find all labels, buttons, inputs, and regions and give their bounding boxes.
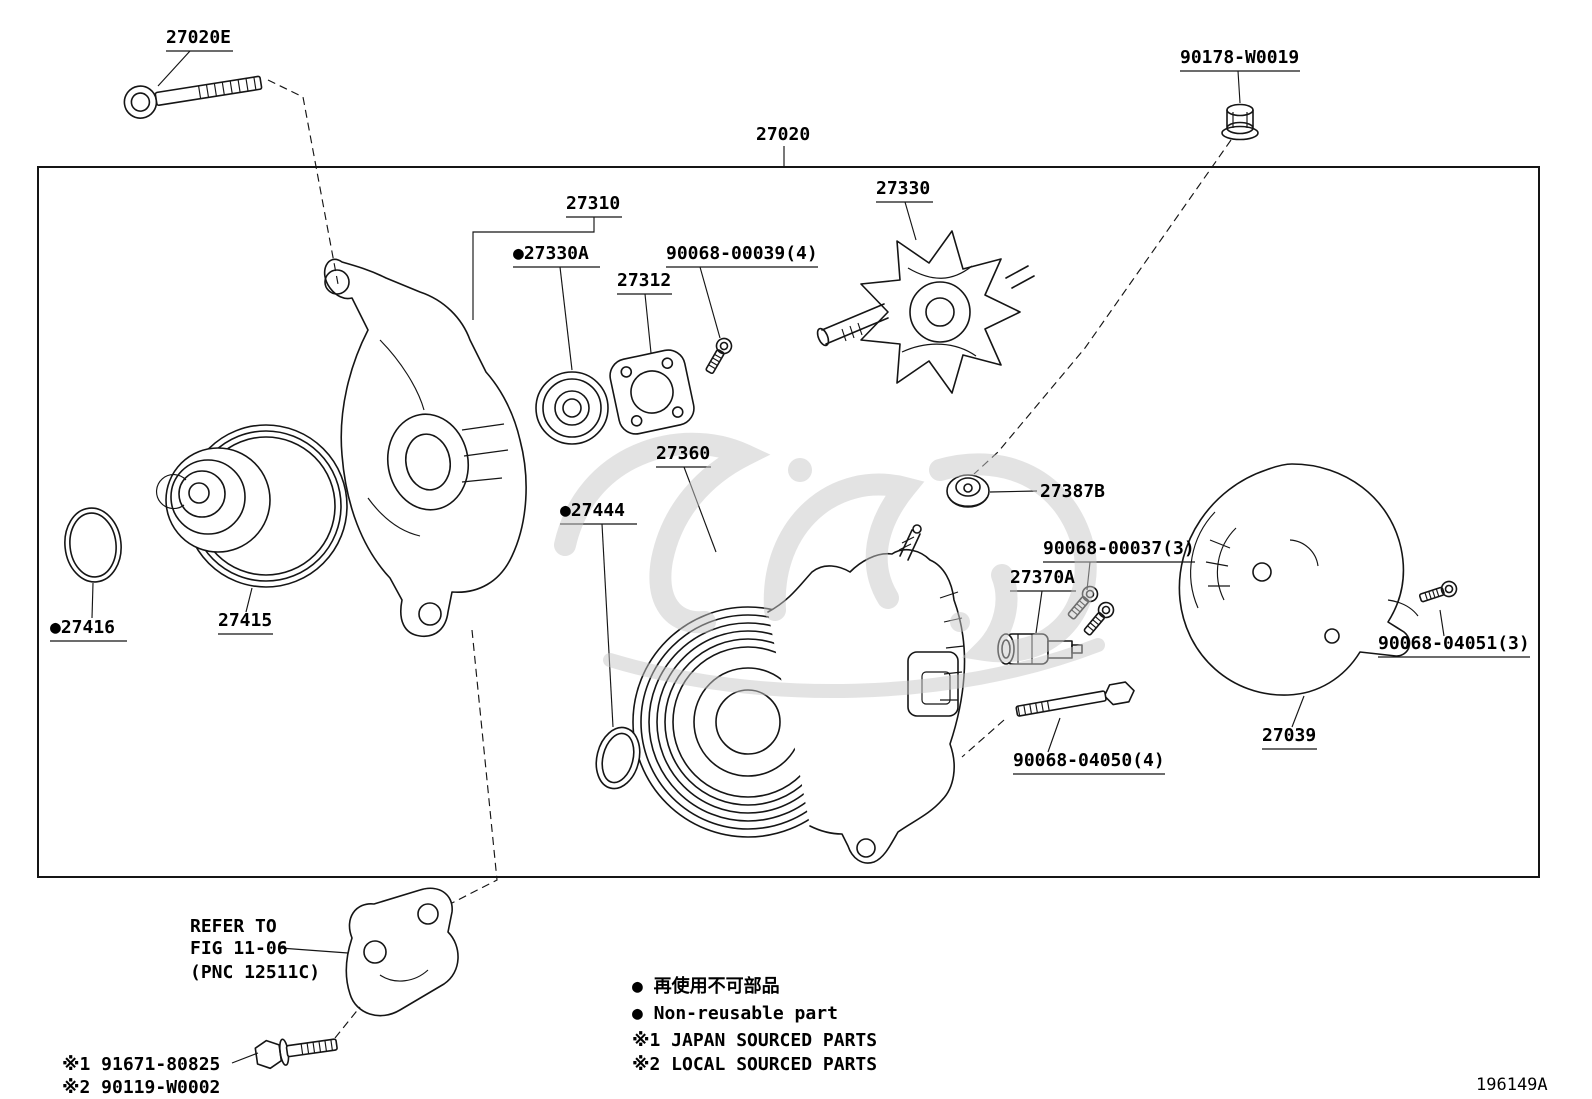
label-leader-lines [50, 50, 1530, 1064]
part-label-27387b: 27387B [1040, 481, 1105, 502]
legend: ● 再使用不可部品 ● Non-reusable part ※1 JAPAN S… [632, 975, 877, 1075]
long-bolt-drawing [1015, 681, 1135, 717]
watermark-logo [554, 432, 1105, 698]
legend-japan-sourced: ※1 JAPAN SOURCED PARTS [632, 1030, 877, 1051]
legend-nonreusable-en: ● Non-reusable part [632, 1003, 838, 1024]
legend-local-sourced: ※2 LOCAL SOURCED PARTS [632, 1054, 877, 1075]
rear-housing-drawing [632, 524, 966, 864]
refer-note-line1: REFER TO [190, 916, 277, 937]
part-label-90068-04051: 90068-04051(3) [1378, 633, 1530, 654]
mount-bracket-drawing [345, 887, 459, 1017]
oval-seal-drawing [595, 726, 641, 790]
part-label-90068-00039: 90068-00039(4) [666, 243, 818, 264]
legend-nonreusable-jp: ● 再使用不可部品 [632, 975, 780, 997]
part-label-27039: 27039 [1262, 725, 1316, 746]
refer-note-line3: (PNC 12511C) [190, 962, 320, 983]
substitute-part-label-2: ※2 90119-W0002 [62, 1077, 220, 1098]
front-bracket-drawing [324, 258, 527, 637]
substitute-part-label-1: ※1 91671-80825 [62, 1054, 220, 1075]
bearing-drawing [535, 371, 609, 445]
o-ring-drawing [64, 507, 122, 583]
part-label-27415: 27415 [218, 610, 272, 631]
bracket-screw-drawing [701, 334, 736, 377]
part-label-27310: 27310 [566, 193, 620, 214]
pulley-drawing [155, 424, 348, 588]
part-label-27444: ●27444 [560, 500, 625, 521]
retainer-plate-drawing [609, 349, 695, 435]
part-label-27312: 27312 [617, 270, 671, 291]
insulator-drawing [946, 474, 990, 508]
part-label-90068-00037: 90068-00037(3) [1043, 538, 1195, 559]
through-bolt-drawing [123, 75, 263, 119]
part-label-90178-w0019: 90178-W0019 [1180, 47, 1299, 68]
part-label-27370a: 27370A [1010, 567, 1075, 588]
rotor-drawing [816, 230, 1035, 394]
part-label-27020: 27020 [756, 124, 810, 145]
rear-cover-drawing [1178, 463, 1419, 696]
figure-code: 196149A [1476, 1075, 1548, 1095]
bottom-bolt-drawing [254, 1038, 338, 1070]
nut-drawing [1221, 103, 1259, 141]
part-label-27360: 27360 [656, 443, 710, 464]
cover-screw-drawing [1417, 578, 1460, 607]
refer-note-line2: FIG 11-06 [190, 938, 288, 959]
part-label-27416: ●27416 [50, 617, 115, 638]
part-label-27330: 27330 [876, 178, 930, 199]
part-label-27020e: 27020E [166, 27, 231, 48]
part-label-27330a: ●27330A [513, 243, 589, 264]
assembly-boundary-box [37, 166, 1540, 878]
part-label-90068-04050: 90068-04050(4) [1013, 750, 1165, 771]
